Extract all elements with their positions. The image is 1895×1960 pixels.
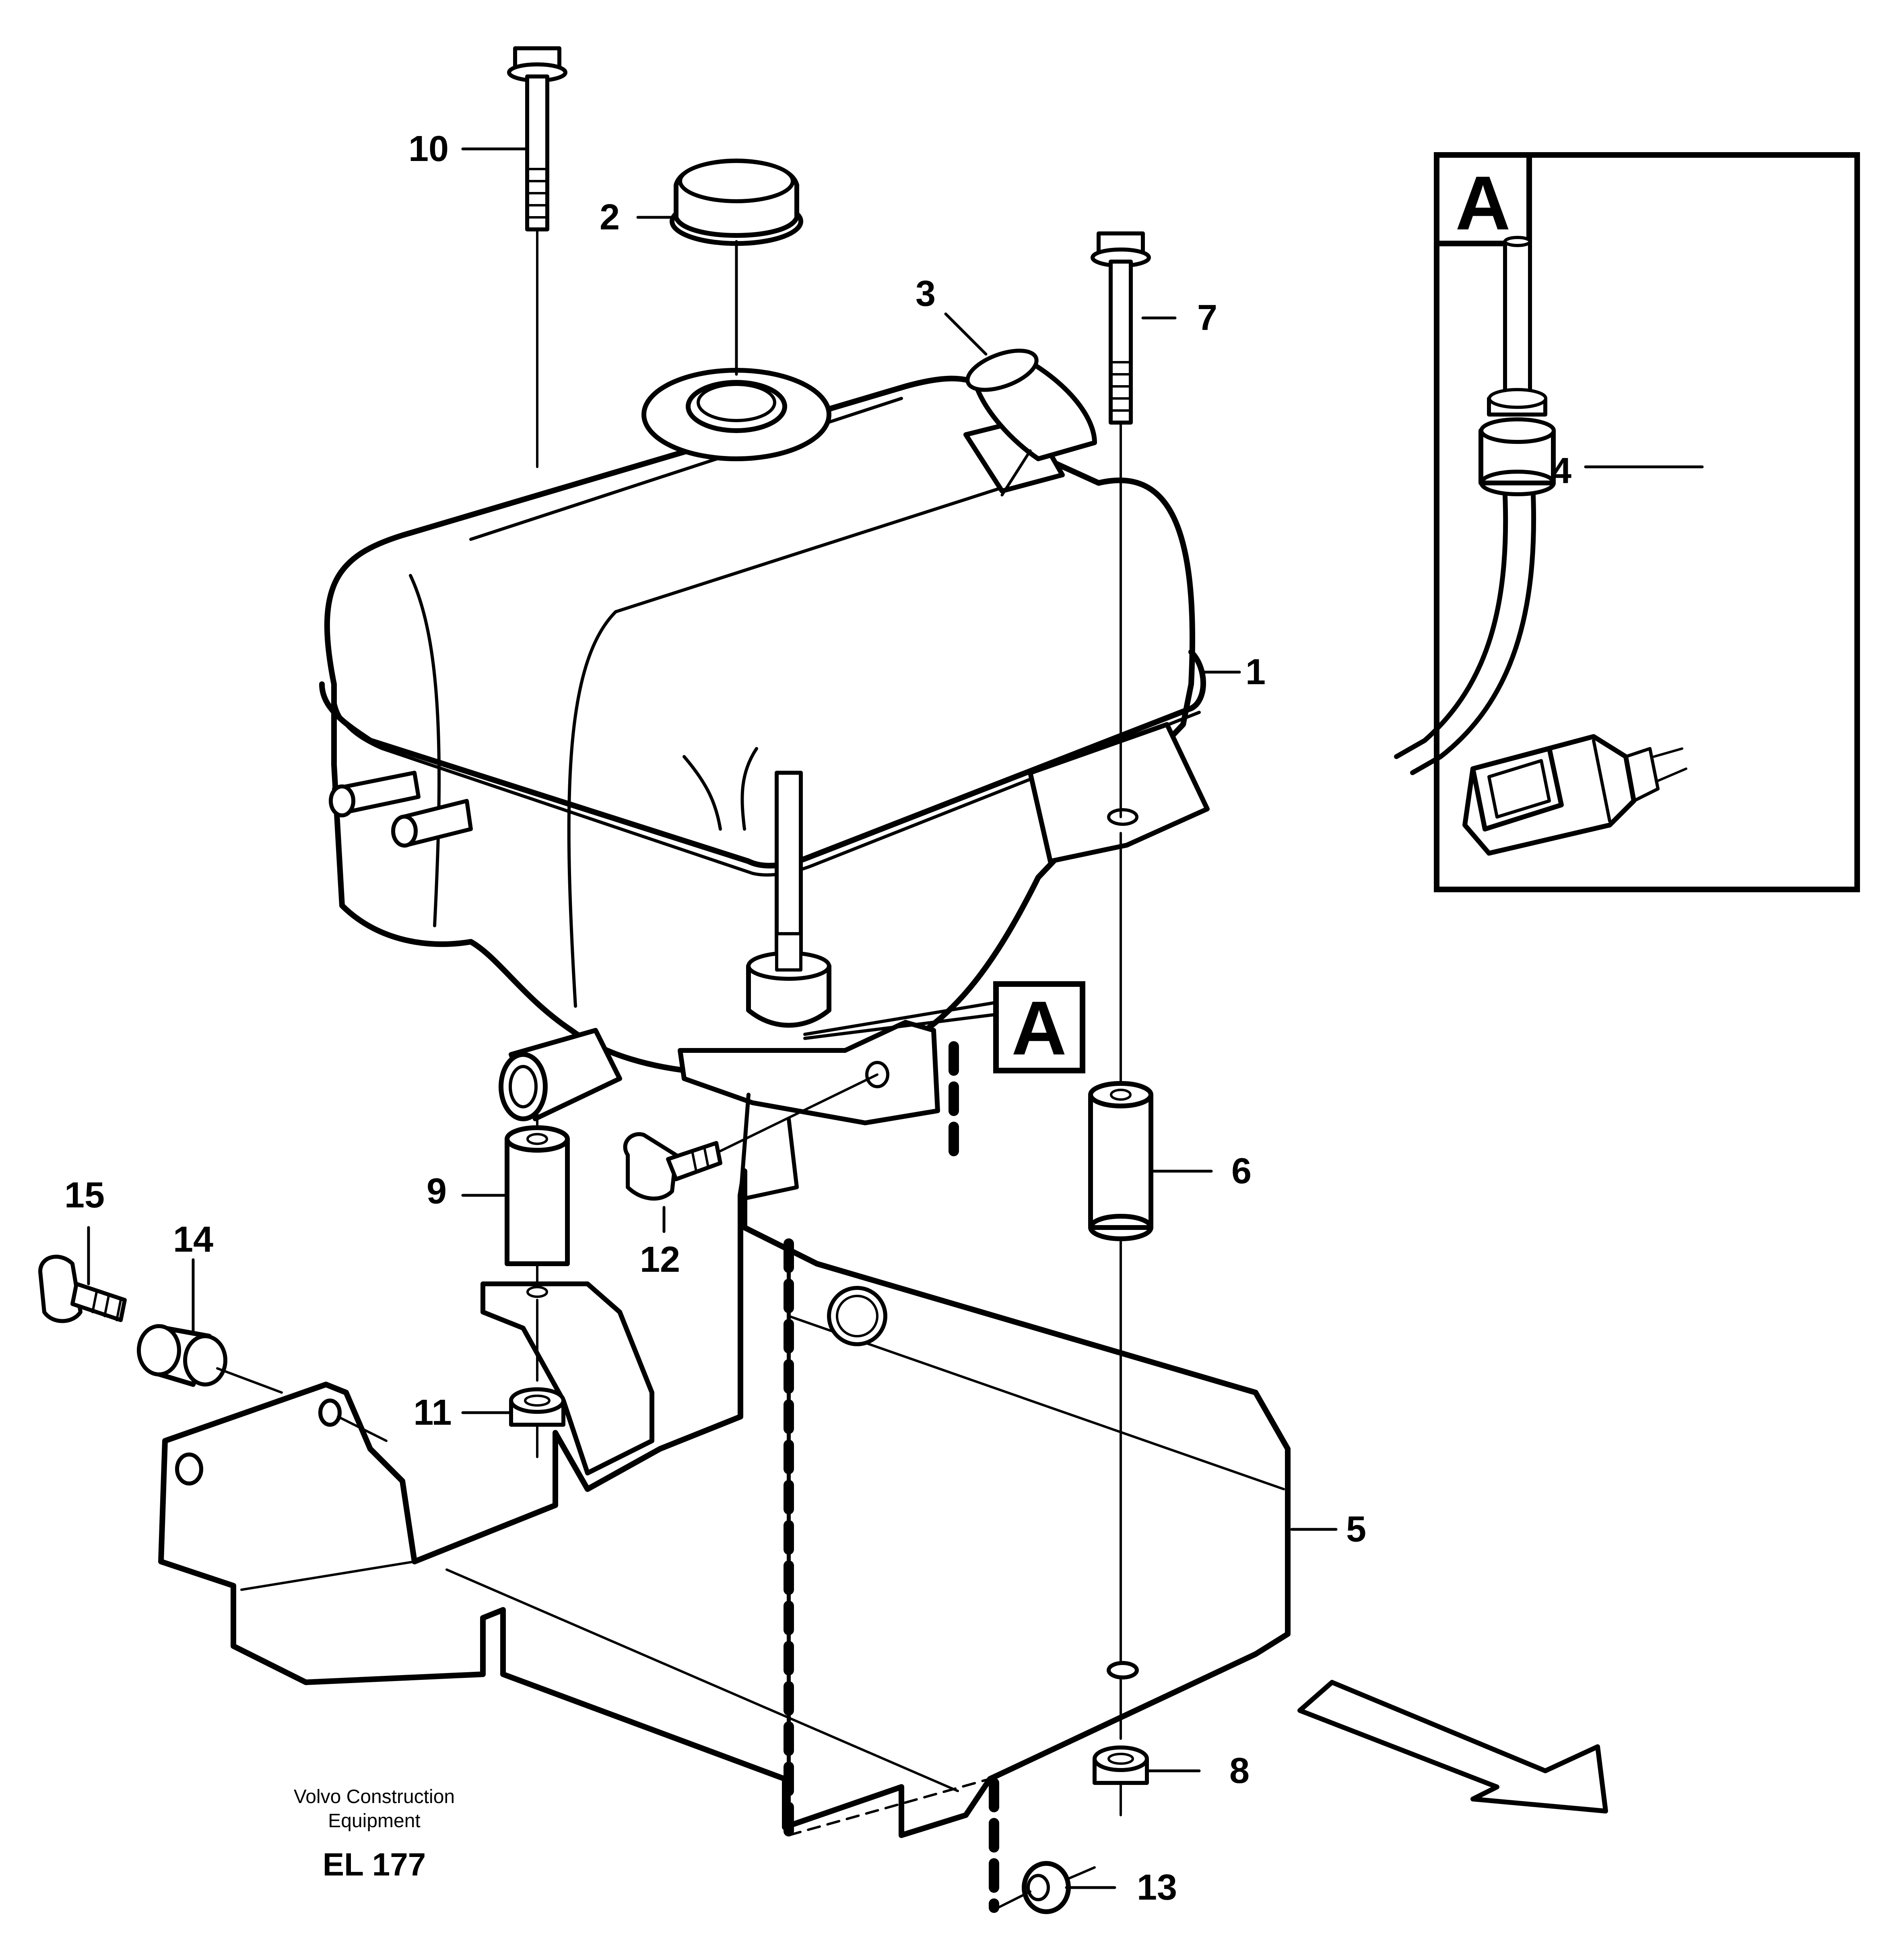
credit-line-1: Volvo Construction bbox=[294, 1786, 455, 1807]
detail-pointer-label: A bbox=[1011, 986, 1066, 1071]
bolt-7 bbox=[1091, 231, 1151, 1088]
callout-7: 7 bbox=[1197, 298, 1217, 338]
leader-lines bbox=[87, 147, 1338, 1889]
expansion-tank bbox=[319, 368, 1210, 1201]
small-cap bbox=[963, 349, 1097, 493]
callout-10: 10 bbox=[408, 129, 449, 169]
callout-4: 4 bbox=[1551, 451, 1571, 491]
callout-14: 14 bbox=[173, 1219, 213, 1260]
spacer-6 bbox=[1088, 1081, 1153, 1740]
front-direction-arrow bbox=[1297, 1680, 1608, 1814]
footer-credit: Volvo Construction Equipment EL 177 bbox=[294, 1786, 455, 1882]
callout-15: 15 bbox=[64, 1175, 105, 1215]
callout-8: 8 bbox=[1229, 1751, 1250, 1791]
mounting-bracket bbox=[158, 1041, 1291, 1913]
callout-labels: 1 2 3 4 5 6 7 8 9 10 11 12 13 14 15 bbox=[64, 129, 1571, 1908]
drawing-number: EL 177 bbox=[323, 1847, 426, 1882]
callout-9: 9 bbox=[427, 1171, 447, 1211]
detail-view-a bbox=[1394, 152, 1860, 892]
nut-8 bbox=[1093, 1745, 1149, 1816]
bolt-12 bbox=[623, 1073, 878, 1201]
callout-3: 3 bbox=[916, 274, 936, 314]
spacer-9 bbox=[480, 1110, 654, 1475]
callout-6: 6 bbox=[1231, 1151, 1252, 1191]
spacer-14 bbox=[137, 1324, 388, 1442]
callout-13: 13 bbox=[1137, 1867, 1177, 1908]
callout-11: 11 bbox=[413, 1393, 452, 1433]
bolt-15 bbox=[38, 1254, 127, 1323]
callout-1: 1 bbox=[1245, 652, 1266, 692]
credit-line-2: Equipment bbox=[328, 1810, 420, 1832]
detail-view-label: A bbox=[1455, 161, 1510, 246]
callout-2: 2 bbox=[600, 197, 620, 237]
filler-cap bbox=[670, 159, 803, 246]
nut-11 bbox=[509, 1387, 565, 1458]
detail-pointer-a bbox=[993, 981, 1085, 1073]
callout-5: 5 bbox=[1346, 1509, 1366, 1549]
bolt-10 bbox=[507, 46, 567, 468]
callout-12: 12 bbox=[640, 1240, 680, 1280]
